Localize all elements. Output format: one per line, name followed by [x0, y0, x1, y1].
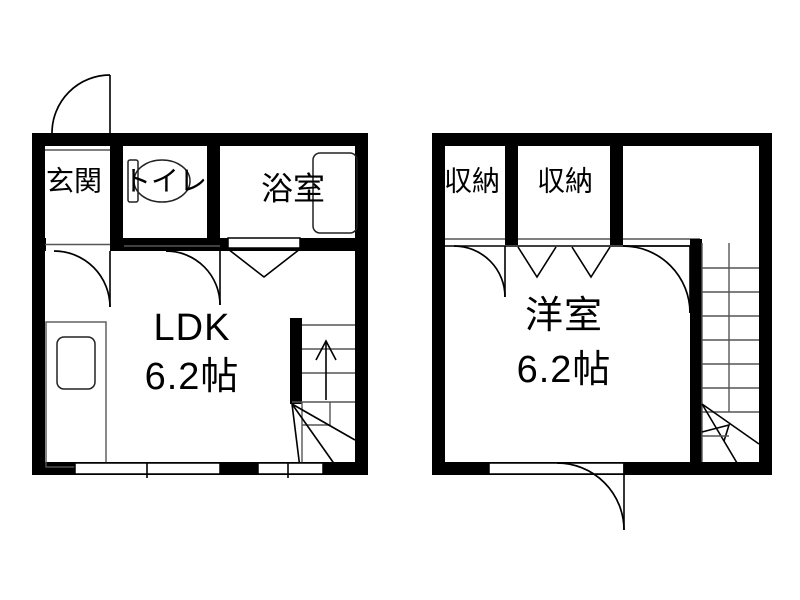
partition-genkan-toilet — [110, 133, 123, 251]
bath-folding-door-leaves — [227, 248, 301, 279]
balcony-opening — [488, 462, 625, 531]
bath-door-opening — [227, 237, 301, 249]
label-room-name: 洋室 — [525, 295, 603, 337]
toilet-tank — [127, 159, 139, 203]
wall-left-exterior — [32, 133, 45, 475]
bath-area — [227, 152, 358, 279]
second-floor-labels: 収納 収納 洋室 6.2帖 — [444, 165, 612, 391]
first-floor-labels: 玄関 トイレ 浴室 LDK 6.2帖 — [46, 165, 325, 398]
balcony-window — [488, 462, 625, 475]
partition-closet-1-2 — [505, 133, 518, 245]
room-door-arc — [622, 245, 691, 314]
plan-second-floor: 収納 収納 洋室 6.2帖 — [432, 133, 772, 531]
closet-partitions — [445, 133, 702, 475]
staircase-up — [291, 324, 356, 473]
wall-top-toilet — [110, 133, 220, 146]
partition-genkan-bottom-left — [32, 238, 46, 251]
entrance-door-arc — [51, 74, 111, 134]
genkan-area — [45, 74, 111, 308]
label-bath: 浴室 — [261, 170, 325, 206]
partition-toilet-bottom — [110, 238, 220, 251]
toilet-fixture — [127, 159, 191, 203]
bathtub — [312, 152, 358, 234]
staircase-down — [701, 243, 760, 469]
genkan-interior-door-arc — [53, 250, 111, 308]
wall-right-exterior-2f — [759, 133, 772, 475]
balcony-door-arc — [556, 462, 625, 531]
partition-closet-2-hall — [610, 133, 623, 245]
first-floor-windows — [74, 462, 324, 478]
label-closet-left: 収納 — [444, 165, 500, 196]
stair-winder-ray — [291, 403, 301, 469]
ldk-window-2 — [257, 462, 324, 475]
wall-right-exterior — [355, 133, 368, 475]
stair-winder-ray — [291, 403, 341, 473]
partition-stair-wall-2f — [690, 239, 702, 475]
first-floor-partitions — [32, 133, 368, 404]
wall-left-exterior-2f — [432, 133, 445, 475]
toilet-bowl — [133, 159, 191, 203]
partition-stair-wall — [290, 318, 302, 404]
closet-2-folding-leaf-left — [517, 246, 557, 279]
label-toilet: トイレ — [123, 165, 207, 196]
stair-winder-ray-2f — [701, 403, 760, 445]
toilet-door-arc — [165, 250, 221, 306]
partition-toilet-bath — [207, 133, 220, 251]
kitchen-sink — [56, 336, 96, 390]
label-closet-right: 収納 — [537, 165, 593, 196]
stair-up-arrow-head — [315, 339, 337, 361]
toilet-door-group — [124, 245, 221, 306]
plan-first-floor: 玄関 トイレ 浴室 LDK 6.2帖 — [32, 74, 368, 478]
wall-top-bath — [220, 133, 368, 146]
stair-winder-ray — [291, 403, 356, 441]
wall-top-exterior-2f — [432, 133, 772, 146]
closet-2-folding-leaf-right — [571, 246, 611, 279]
closet-door-openings — [453, 245, 691, 314]
label-genkan: 玄関 — [46, 165, 102, 196]
label-ldk-name: LDK — [154, 307, 231, 349]
label-ldk-area: 6.2帖 — [145, 356, 240, 398]
label-room-area: 6.2帖 — [517, 349, 612, 391]
closet-1-door-arc — [453, 245, 506, 298]
